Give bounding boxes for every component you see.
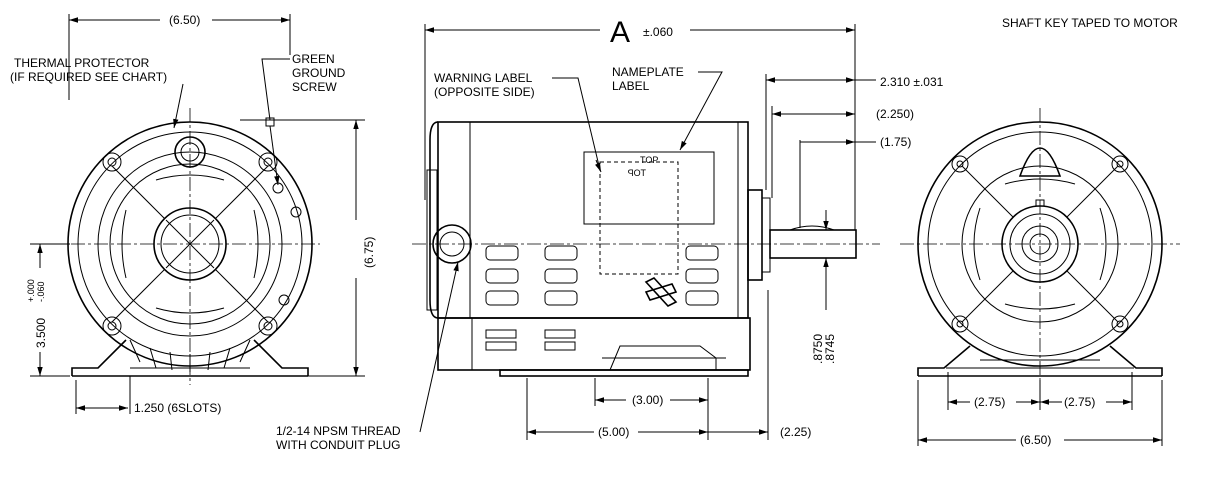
- base-holes-dim: (3.00): [632, 393, 663, 407]
- base-to-shoulder-dim: (2.25): [780, 425, 811, 439]
- overall-length-tol: ±.060: [643, 25, 673, 39]
- overall-length-letter: A: [610, 16, 630, 49]
- right-end-view: (2.75) (2.75) (6.50): [900, 108, 1180, 447]
- ground-screw-label-3: SCREW: [292, 80, 337, 94]
- shaft-extension-dim: 2.310 ±.031: [880, 75, 944, 89]
- left-height-dim: (6.75): [362, 237, 376, 268]
- nameplate-top-mark: TOP: [640, 155, 658, 165]
- shaft-dia-dim-2: .8745: [823, 334, 837, 364]
- nameplate-top-mirror: TOP: [628, 168, 646, 178]
- ground-screw-label-2: GROUND: [292, 66, 346, 80]
- right-half-left-dim: (2.75): [974, 395, 1005, 409]
- side-view: A ±.060 WARNING LABEL (OPPOSITE SIDE) NA…: [276, 16, 944, 452]
- shaft-key-note: SHAFT KEY TAPED TO MOTOR: [1002, 16, 1178, 30]
- thermal-protector-note: (IF REQUIRED SEE CHART): [10, 70, 167, 84]
- right-width-dim: (6.50): [1020, 433, 1051, 447]
- thermal-protector-label: THERMAL PROTECTOR: [14, 56, 150, 70]
- conduit-thread-label: 1/2-14 NPSM THREAD: [276, 424, 401, 438]
- conduit-plug-label: WITH CONDUIT PLUG: [276, 438, 400, 452]
- right-half-right-dim: (2.75): [1064, 395, 1095, 409]
- shaft-shoulder-dim: (2.250): [876, 107, 914, 121]
- shaft-height-dim: 3.500: [34, 318, 48, 348]
- slot-dim: 1.250 (6SLOTS): [134, 401, 221, 415]
- warning-label-title: WARNING LABEL: [434, 71, 533, 85]
- shaft-height-tol-plus: +.000: [26, 279, 36, 302]
- warning-label-note: (OPPOSITE SIDE): [434, 85, 535, 99]
- base-length-dim: (5.00): [598, 425, 629, 439]
- nameplate-label-sub: LABEL: [612, 79, 650, 93]
- ground-screw-label-1: GREEN: [292, 52, 335, 66]
- key-length-dim: (1.75): [880, 135, 911, 149]
- left-end-view: (6.50) THERMAL PROTECTOR (IF REQUIRED SE…: [10, 13, 376, 415]
- shaft-height-tol-minus: -.060: [36, 281, 46, 302]
- shaft-dia-dim-1: .8750: [811, 334, 825, 364]
- nameplate-label-title: NAMEPLATE: [612, 65, 684, 79]
- left-width-dim: (6.50): [169, 13, 200, 27]
